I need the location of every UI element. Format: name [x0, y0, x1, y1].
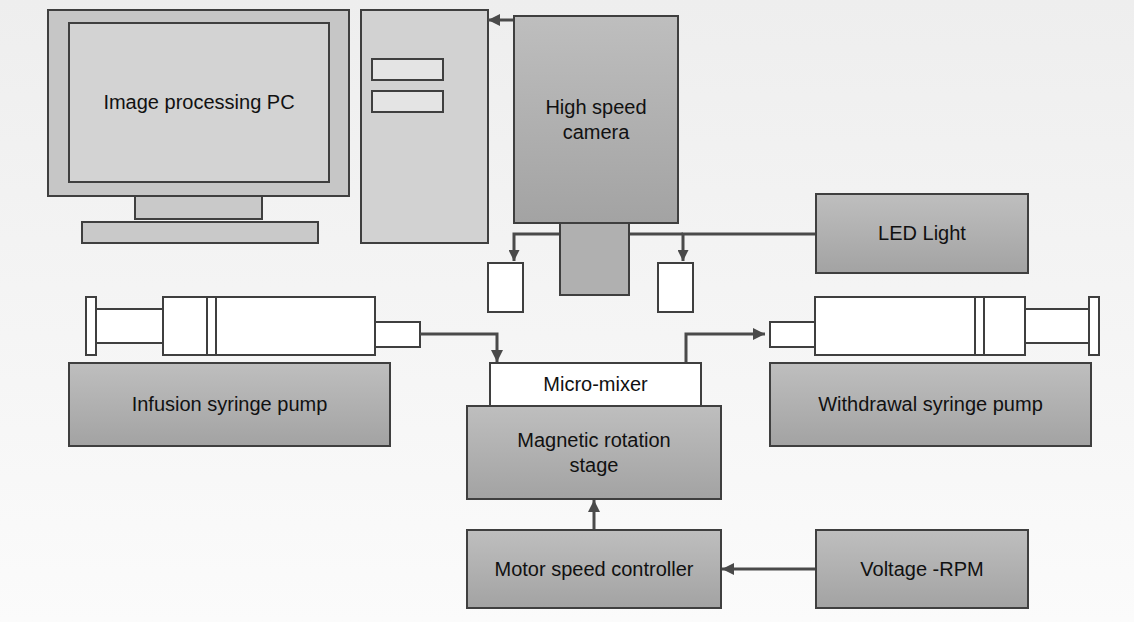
- syringe-plunger: [974, 297, 976, 355]
- node-label: Motor speed controller: [495, 557, 694, 582]
- input-box: Voltage -RPM: [815, 529, 1029, 609]
- mixer-chip: Micro-mixer: [489, 362, 702, 407]
- syringe-plunger: [215, 297, 217, 355]
- drive-slot: [372, 59, 443, 80]
- node-label: Image processing PC: [103, 90, 294, 115]
- flow-arrow: [722, 568, 815, 571]
- led-lamp: [658, 263, 693, 312]
- flow-arrow: [420, 334, 497, 362]
- node-label: LED Light: [878, 221, 966, 246]
- drive-slot: [372, 91, 443, 112]
- led-lamp: [488, 263, 523, 312]
- syringe-barrel: [815, 297, 1025, 355]
- light-line: [683, 234, 815, 261]
- node-label: High speed camera: [526, 95, 666, 145]
- pump-box: Withdrawal syringe pump: [769, 362, 1092, 447]
- syringe-rod: [96, 309, 166, 343]
- node-label: Voltage -RPM: [860, 557, 983, 582]
- light-line: [514, 234, 560, 261]
- light-line: [629, 233, 683, 236]
- syringe-flange: [1089, 297, 1099, 355]
- monitor-base: [82, 222, 318, 243]
- syringe-rod: [1022, 309, 1089, 343]
- stage-box: Magnetic rotation stage: [466, 405, 722, 500]
- light-source: LED Light: [815, 193, 1029, 274]
- flow-arrow: [593, 500, 596, 529]
- syringe-flange: [86, 297, 96, 355]
- camera-body: High speed camera: [513, 15, 679, 224]
- monitor-stand: [135, 196, 262, 219]
- syringe-plunger: [206, 297, 208, 355]
- camera-lens: [560, 222, 629, 295]
- syringe-barrel: [163, 297, 375, 355]
- node-label: Withdrawal syringe pump: [818, 392, 1043, 417]
- monitor-screen: Image processing PC: [68, 22, 330, 183]
- controller-box: Motor speed controller: [466, 529, 722, 609]
- flow-arrow: [488, 19, 513, 22]
- flow-arrow: [686, 334, 765, 362]
- pc-tower: [361, 10, 488, 243]
- monitor-frame: [48, 10, 349, 196]
- node-label: Magnetic rotation stage: [494, 428, 694, 478]
- node-label: Infusion syringe pump: [132, 392, 328, 417]
- pump-box: Infusion syringe pump: [68, 362, 391, 447]
- syringe-plunger: [983, 297, 985, 355]
- syringe-nozzle: [375, 322, 420, 347]
- node-label: Micro-mixer: [543, 372, 647, 397]
- syringe-nozzle: [770, 322, 815, 347]
